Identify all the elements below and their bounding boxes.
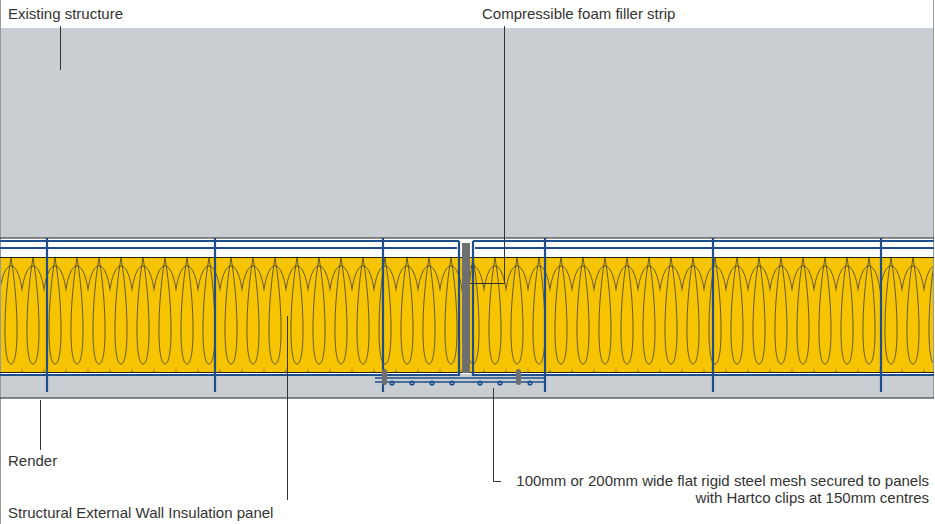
render-edge (0, 398, 934, 399)
mesh-note: 100mm or 200mm wide flat rigid steel mes… (501, 472, 931, 506)
panel-label: Structural External Wall Insulation pane… (6, 504, 275, 521)
insulation-texture (1, 258, 462, 372)
frame-line (0, 0, 1, 524)
frame-line (933, 0, 934, 398)
render-layer (1, 374, 933, 398)
steel-mesh (0, 238, 934, 392)
leader-lines (41, 26, 505, 500)
foam-filler-strip (462, 243, 470, 373)
hartco-clip (382, 369, 387, 385)
render-label: Render (6, 452, 59, 469)
insulation-texture (470, 258, 933, 372)
structure-edge (0, 238, 934, 239)
insulation-panel (470, 258, 933, 372)
filler-strip-label: Compressible foam filler strip (480, 5, 677, 22)
existing-structure (1, 28, 933, 238)
hartco-clip (516, 369, 521, 385)
structure-label: Existing structure (6, 5, 125, 22)
insulation-panel (1, 258, 462, 372)
